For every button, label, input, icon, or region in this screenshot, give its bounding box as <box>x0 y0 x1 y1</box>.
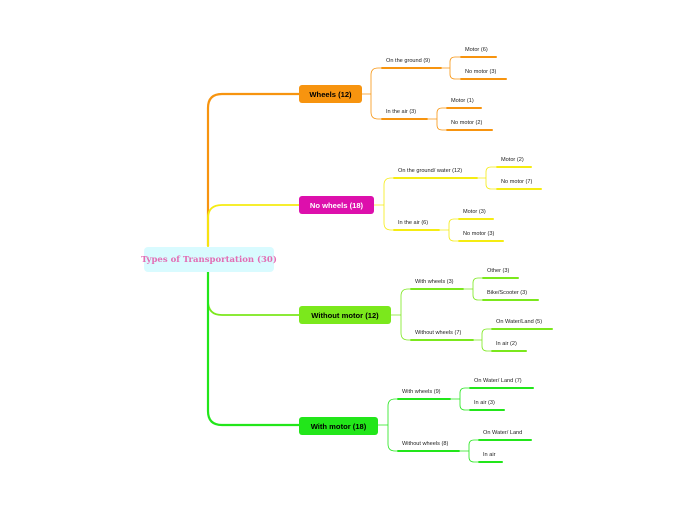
without-motor-branch-links <box>391 288 411 341</box>
wheels-branch-links <box>362 67 382 120</box>
leaf-underline <box>491 350 527 353</box>
leaf-underline <box>458 218 494 221</box>
topic-with-motor-label: With motor (18) <box>310 421 367 431</box>
with-motor-branch-links <box>378 398 398 452</box>
root-link-with-motor <box>206 260 300 427</box>
leaf-underline <box>482 277 519 280</box>
subtopic-with-motor-without-wheels[interactable]: Without wheels (8) <box>402 441 449 447</box>
leaf-with-motor-in-air[interactable]: In air (3) <box>474 400 495 406</box>
leaf-underline <box>446 129 493 132</box>
subtopic-underline <box>410 339 474 342</box>
leaf-without-motor-in-air[interactable]: In air (2) <box>496 341 517 347</box>
leaf-underline <box>482 299 539 302</box>
subtopic-without-motor-with-wheels[interactable]: With wheels (3) <box>415 279 454 285</box>
no-wheels-branch-links <box>374 177 394 231</box>
with-motor-leaf-links <box>451 387 478 463</box>
leaf-no-wheels-air-motor[interactable]: Motor (3) <box>463 209 486 215</box>
leaf-with-motor-water-land[interactable]: On Water/ Land (7) <box>474 378 522 384</box>
subtopic-without-motor-without-wheels[interactable]: Without wheels (7) <box>415 330 462 336</box>
root-topic[interactable]: Types of Transportation (30) <box>141 247 277 272</box>
leaf-underline <box>478 439 532 442</box>
leaf-underline <box>458 240 504 243</box>
subtopic-no-wheels-ground-water[interactable]: On the ground/ water (12) <box>398 168 463 174</box>
topic-without-motor[interactable]: Without motor (12) <box>299 306 391 324</box>
topic-without-motor-label: Without motor (12) <box>311 310 379 320</box>
subtopic-underline <box>393 177 478 180</box>
topic-no-wheels-label: No wheels (18) <box>309 200 364 210</box>
leaf-no-wheels-air-no-motor[interactable]: No motor (3) <box>463 231 495 237</box>
leaf-with-motor-no-wheels-in-air[interactable]: In air <box>483 452 496 458</box>
leaf-underline <box>469 409 505 412</box>
leaf-underline <box>478 461 503 464</box>
topic-wheels[interactable]: Wheels (12) <box>299 85 362 103</box>
topic-with-motor[interactable]: With motor (18) <box>299 417 378 435</box>
no-wheels-leaf-links <box>440 166 496 242</box>
subtopic-no-wheels-in-air[interactable]: In the air (6) <box>398 220 429 226</box>
root-link-no-wheels <box>207 204 300 258</box>
subtopic-with-motor-with-wheels[interactable]: With wheels (9) <box>402 389 441 395</box>
leaf-wheels-air-no-motor[interactable]: No motor (2) <box>451 120 483 126</box>
leaf-wheels-air-motor[interactable]: Motor (1) <box>451 98 474 104</box>
subtopic-underline <box>381 118 428 121</box>
leaf-without-motor-other[interactable]: Other (3) <box>487 268 510 274</box>
subtopic-wheels-on-ground[interactable]: On the ground (9) <box>386 58 431 64</box>
leaf-wheels-ground-no-motor[interactable]: No motor (3) <box>465 69 497 75</box>
leaf-wheels-ground-motor[interactable]: Motor (6) <box>465 47 488 53</box>
leaf-with-motor-no-wheels-water-land[interactable]: On Water/ Land <box>483 430 523 436</box>
leaf-underline <box>491 328 553 331</box>
subtopic-underline <box>381 67 442 70</box>
leaf-without-motor-bike-scooter[interactable]: Bike/Scooter (3) <box>487 290 528 296</box>
leaf-without-motor-water-land[interactable]: On Water/Land (5) <box>496 319 543 325</box>
subtopic-underline <box>397 398 451 401</box>
leaf-underline <box>460 56 497 59</box>
leaf-no-wheels-ground-motor[interactable]: Motor (2) <box>501 157 524 163</box>
subtopic-underline <box>397 450 460 453</box>
subtopic-underline <box>393 229 440 232</box>
topic-no-wheels[interactable]: No wheels (18) <box>299 196 374 214</box>
subtopic-underline <box>410 288 464 291</box>
leaf-underline <box>496 188 542 191</box>
root-topic-label: Types of Transportation (30) <box>141 254 277 265</box>
topic-wheels-label: Wheels (12) <box>309 89 352 99</box>
subtopic-wheels-in-air[interactable]: In the air (3) <box>386 109 417 115</box>
without-motor-leaf-links <box>464 277 491 352</box>
leaf-no-wheels-ground-no-motor[interactable]: No motor (7) <box>501 179 533 185</box>
wheels-leaf-links <box>428 56 460 131</box>
leaf-underline <box>496 166 532 169</box>
leaf-underline <box>469 387 534 390</box>
root-link-wheels <box>206 92 300 246</box>
leaf-underline <box>446 107 482 110</box>
leaf-underline <box>460 78 507 81</box>
